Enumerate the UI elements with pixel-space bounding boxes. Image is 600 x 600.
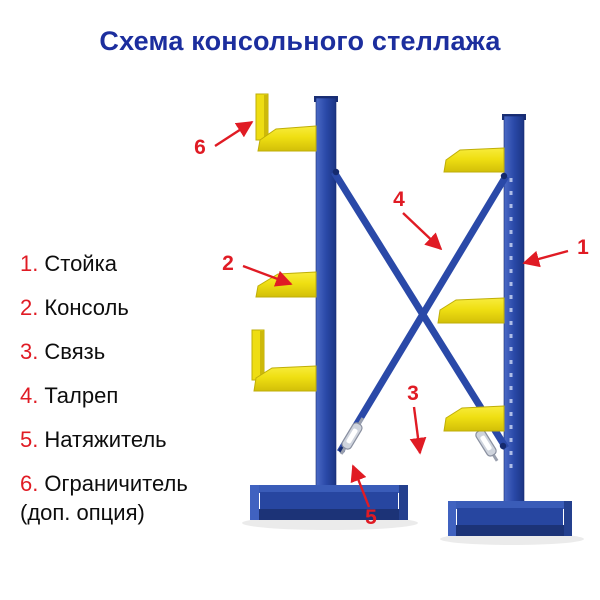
foot-end-left (250, 485, 259, 520)
arm-front-top (257, 125, 317, 152)
legend-item-natyazhitel: 5.Натяжитель (20, 426, 240, 453)
legend-label: Натяжитель (44, 427, 167, 452)
legend: 1.Стойка 2.Консоль 3.Связь 4.Талреп 5.На… (20, 250, 240, 526)
turnbuckle-left (339, 417, 365, 455)
legend-label: Стойка (44, 251, 117, 276)
arrow-to-limiter-6 (214, 120, 254, 148)
legend-label: Консоль (44, 295, 129, 320)
callout-arrows (214, 120, 569, 508)
turnbuckle-slot (346, 428, 358, 444)
brace-bolt (332, 168, 340, 176)
end-stop-bottom-shade (260, 331, 264, 379)
arm-front-middle (255, 271, 317, 298)
arrow-to-arm-2 (242, 264, 293, 287)
arm-back-bottom (443, 405, 505, 432)
brace-bolt (499, 442, 507, 450)
legend-number: 4. (20, 383, 39, 408)
legend-label: Ограничитель (44, 471, 188, 496)
turnbuckle-hook (357, 417, 365, 425)
legend-item-stoyka: 1.Стойка (20, 250, 240, 277)
front-upright (314, 96, 338, 495)
base-foot-front (250, 485, 408, 520)
foot-top-flange (252, 485, 406, 493)
turnbuckle-slot (480, 435, 492, 451)
legend-number: 1. (20, 251, 39, 276)
legend-number: 2. (20, 295, 39, 320)
arrow-to-tensioner-5 (350, 464, 371, 508)
foot-bottom-flange (448, 525, 572, 536)
callout-number-1: 1 (577, 236, 589, 259)
callout-number-4: 4 (393, 188, 405, 211)
base-foot-back (448, 501, 572, 536)
callout-numbers: 6 2 4 1 3 5 (194, 136, 589, 529)
legend-item-konsol: 2.Консоль (20, 294, 240, 321)
arrow-to-brace-3 (409, 406, 427, 455)
foot-end-right (564, 501, 572, 536)
legend-number: 5. (20, 427, 39, 452)
callout-number-6: 6 (194, 136, 206, 159)
foot-end-right (399, 485, 408, 520)
callout-number-5: 5 (365, 506, 377, 529)
page-title: Схема консольного стеллажа (99, 26, 501, 56)
end-stop-top-shade (264, 95, 268, 139)
legend-note: (доп. опция) (20, 500, 145, 525)
callout-number-2: 2 (222, 252, 234, 275)
legend-label: Талреп (44, 383, 119, 408)
brace-back-to-front (337, 174, 509, 454)
front-arms (251, 93, 317, 392)
arrow-to-turnbuckle-4 (402, 212, 443, 251)
turnbuckle-hook (339, 447, 347, 455)
legend-item-talrep: 4.Талреп (20, 382, 240, 409)
foot-top-flange (450, 501, 570, 509)
arrow-to-upright-1 (522, 249, 569, 268)
arm-front-bottom (253, 365, 317, 392)
foot-end-left (448, 501, 456, 536)
front-upright-body (315, 97, 337, 495)
back-arms (437, 147, 505, 432)
foot-bottom-flange (250, 509, 408, 520)
legend-label: Связь (44, 339, 106, 364)
callout-number-3: 3 (407, 382, 419, 405)
brace-front-to-back (331, 170, 509, 450)
legend-item-svyaz: 3.Связь (20, 338, 240, 365)
turnbuckle-hook (492, 454, 499, 462)
foot-web (260, 492, 398, 510)
arm-back-top (443, 147, 505, 173)
legend-item-ogranichitel: 6.Ограничитель (доп. опция) (20, 470, 240, 526)
legend-number: 3. (20, 339, 39, 364)
arm-back-middle (437, 297, 505, 324)
brace-bolt (500, 172, 508, 180)
foot-web (457, 508, 563, 526)
legend-number: 6. (20, 471, 39, 496)
